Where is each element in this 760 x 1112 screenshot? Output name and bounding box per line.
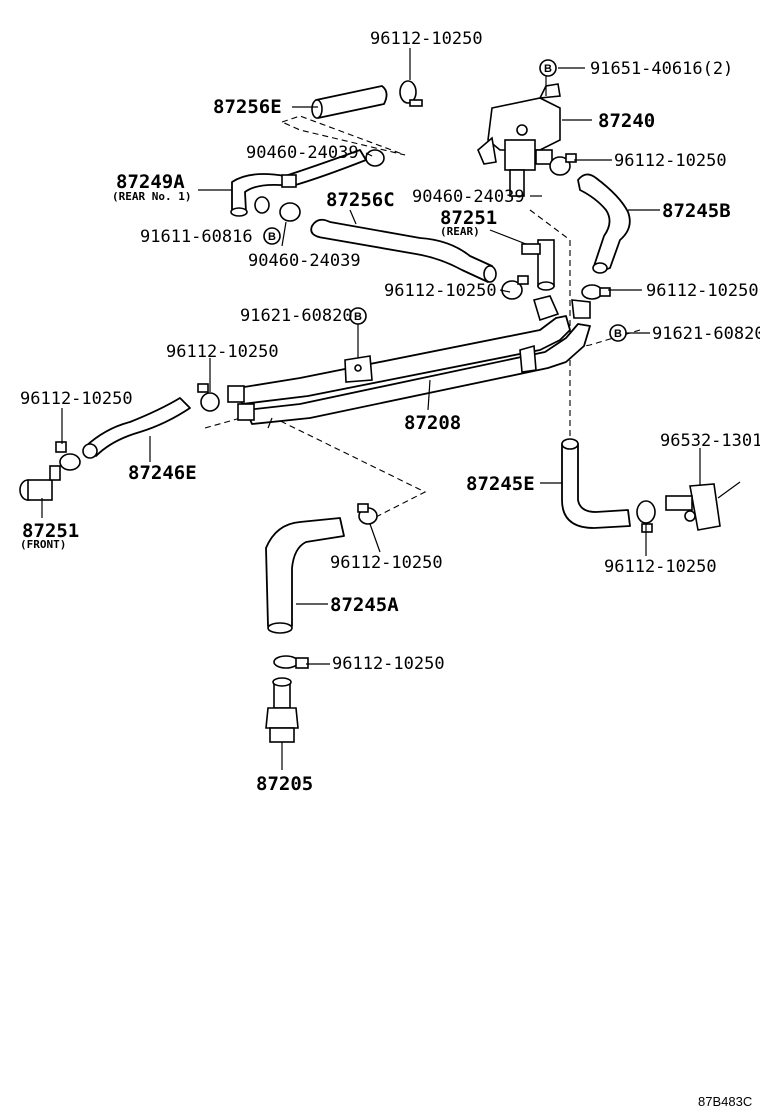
svg-text:B: B [354, 311, 362, 323]
hose-87256C [310, 218, 497, 283]
label-87249A: 87249A [116, 171, 185, 193]
hose-87256E [311, 85, 388, 119]
label-87245E: 87245E [466, 473, 535, 495]
clamp-96112-valve [549, 153, 577, 176]
clamp-96112-lowright [636, 500, 656, 533]
connector-87251-front [19, 465, 61, 501]
hose-87246E [82, 397, 191, 459]
label-87245A: 87245A [330, 594, 399, 616]
label-96112-left: 96112-10250 [20, 389, 133, 409]
label-87256E: 87256E [213, 96, 282, 118]
pipe-87208 [227, 295, 591, 429]
label-96112-leftup: 96112-10250 [166, 342, 279, 362]
clamp-96112-top [399, 80, 423, 107]
label-87208: 87208 [404, 412, 461, 434]
label-87240: 87240 [598, 110, 655, 132]
figure-code: 87B483C [698, 1094, 752, 1109]
label-87246E: 87246E [128, 462, 197, 484]
clamp-96112-mid [501, 275, 529, 300]
connector-87251-rear [521, 239, 555, 291]
clamp-96112-leftup [197, 383, 220, 412]
label-87249A-sub: (REAR No. 1) [112, 190, 191, 203]
b-marker-91621-b: B [609, 324, 627, 342]
label-87251-rear: 87251 [440, 207, 497, 229]
clamps-90460 [279, 149, 385, 222]
hose-87245E [561, 438, 631, 529]
hose-87245B [577, 173, 631, 274]
label-96112-top: 96112-10250 [370, 29, 483, 49]
label-87251-front: 87251 [22, 520, 79, 542]
label-91651: 91651-40616(2) [590, 59, 733, 79]
label-91621-a: 91621-60820 [240, 306, 353, 326]
valve-87240 [477, 83, 561, 197]
b-marker-91611: B [263, 227, 281, 245]
svg-text:B: B [544, 63, 552, 75]
fitting-87205 [265, 677, 299, 743]
clamp-96112-lowmid [357, 503, 378, 525]
label-87205: 87205 [256, 773, 313, 795]
label-96112-mid: 96112-10250 [384, 281, 497, 301]
label-96112-valve: 96112-10250 [614, 151, 727, 171]
label-96112-bottom: 96112-10250 [332, 654, 445, 674]
b-marker-91621-a: B [349, 307, 367, 325]
svg-text:B: B [614, 328, 622, 340]
label-96112-right: 96112-10250 [646, 281, 759, 301]
hose-87249A [230, 149, 367, 217]
svg-text:B: B [268, 231, 276, 243]
part-labels: 96112-10250 91651-40616(2) 87256E 87240 … [20, 29, 760, 1109]
hose-87245A [265, 517, 345, 634]
label-87245B: 87245B [662, 200, 731, 222]
clamp-96112-left [55, 441, 81, 471]
label-96112-lowmid: 96112-10250 [330, 553, 443, 573]
label-96532: 96532-13012 [660, 431, 760, 451]
label-90460-a: 90460-24039 [246, 143, 359, 163]
connector-96532 [665, 481, 741, 531]
label-87251-front-sub: (FRONT) [20, 538, 66, 551]
leader-lines [41, 48, 701, 770]
clamp-96112-right [581, 284, 611, 300]
b-marker-91651: B [539, 59, 557, 77]
label-90460-b: 90460-24039 [412, 187, 525, 207]
label-87251-rear-sub: (REAR) [440, 225, 480, 238]
label-91621-b: 91621-60820 [652, 324, 760, 344]
label-87256C: 87256C [326, 189, 395, 211]
label-91611: 91611-60816 [140, 227, 253, 247]
label-96112-lowright: 96112-10250 [604, 557, 717, 577]
label-90460-c: 90460-24039 [248, 251, 361, 271]
clamp-96112-bottom [273, 655, 309, 669]
